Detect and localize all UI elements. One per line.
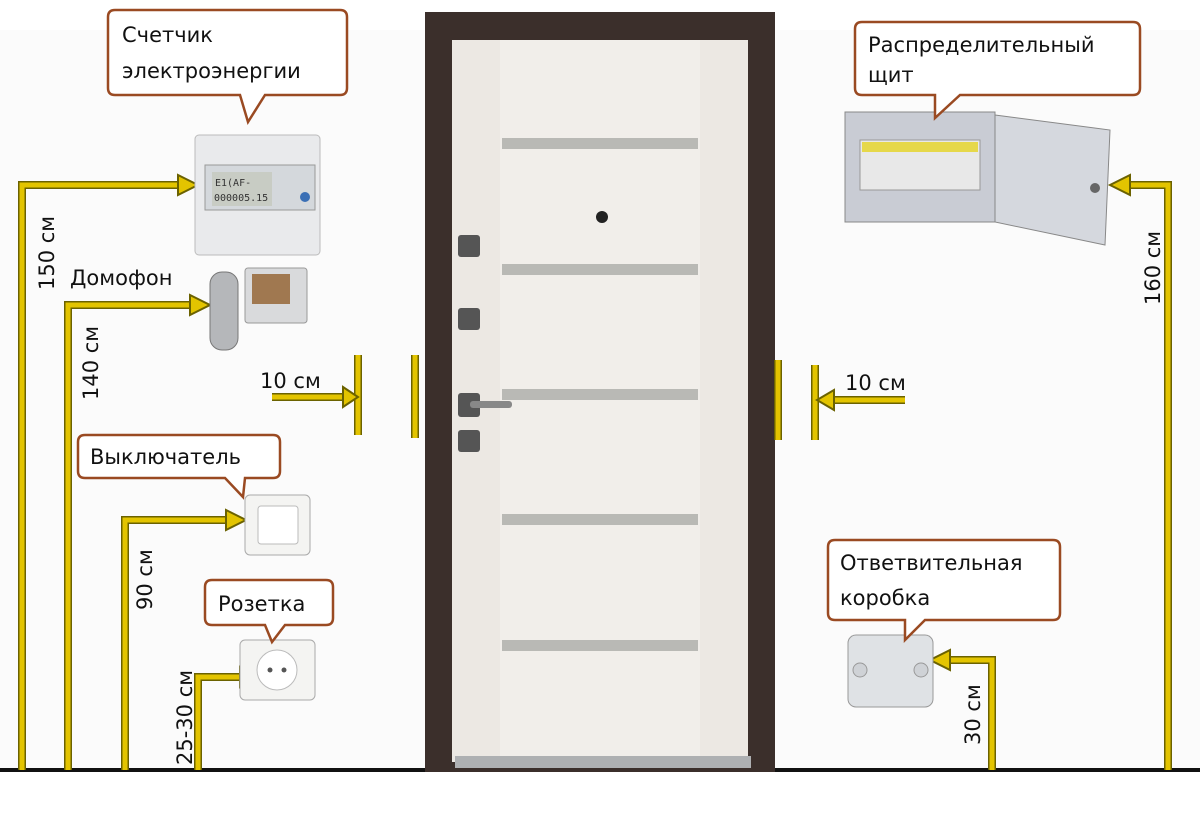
arrow-right-icon: [342, 385, 360, 409]
arrow-left-icon: [815, 388, 835, 412]
callout-panel-line1: Распределительный: [868, 33, 1094, 57]
callout-meter-line2: электроэнергии: [122, 59, 301, 83]
lock-cylinder-icon: [458, 235, 480, 257]
door-glass-strips: [502, 138, 698, 651]
door-stile: [700, 40, 748, 762]
intercom-label: Домофон: [70, 266, 172, 290]
arrow-right-icon: [225, 508, 249, 532]
callout-junction-line1: Ответвительная: [840, 551, 1023, 575]
lock-cylinder-icon: [458, 430, 480, 452]
electricity-meter: E1(AF- 000005.15: [194, 134, 321, 256]
arrow-right-icon: [189, 293, 213, 317]
light-switch: [244, 494, 311, 556]
power-socket: [239, 639, 316, 701]
arrow-left-icon: [927, 648, 951, 672]
dimension-switch: 90 см: [133, 549, 157, 610]
callout-junction-line2: коробка: [840, 586, 930, 610]
lock-cylinder-icon: [458, 308, 480, 330]
meter-display-value: 000005.15: [214, 193, 268, 204]
gap-left-label: 10 см: [260, 369, 321, 393]
callout-panel: Распределительный щит: [853, 20, 1142, 121]
door-threshold: [455, 756, 751, 768]
dimension-junction: 30 см: [961, 684, 985, 745]
callout-junction: Ответвительная коробка: [826, 538, 1062, 644]
dimension-meter: 150 см: [35, 216, 59, 290]
meter-display-top: E1(AF-: [215, 178, 251, 189]
junction-box: [847, 634, 934, 708]
callout-socket: Розетка: [203, 578, 335, 645]
dimension-intercom: 140 см: [79, 326, 103, 400]
intercom: [209, 267, 308, 351]
meter-button-icon: [300, 192, 310, 202]
callout-switch: Выключатель: [76, 433, 282, 500]
arrow-right-icon: [177, 173, 201, 197]
gap-right-label: 10 см: [845, 371, 906, 395]
arrow-left-icon: [1107, 173, 1131, 197]
callout-panel-line2: щит: [868, 63, 914, 87]
callout-switch-text: Выключатель: [90, 445, 241, 469]
entrance-door: [425, 12, 775, 772]
guide-lines: [18, 173, 1172, 770]
dimension-socket: 25-30 см: [173, 670, 197, 765]
callout-meter: Счетчик электроэнергии: [106, 8, 349, 126]
peephole-icon: [596, 211, 608, 223]
callout-meter-line1: Счетчик: [122, 23, 213, 47]
distribution-panel: [844, 111, 1111, 246]
handle-rosette: [458, 393, 480, 417]
door-handle-icon: [470, 401, 512, 408]
panel-lock-icon: [1090, 183, 1100, 193]
callout-socket-text: Розетка: [218, 592, 305, 616]
dimension-panel: 160 см: [1141, 231, 1165, 305]
